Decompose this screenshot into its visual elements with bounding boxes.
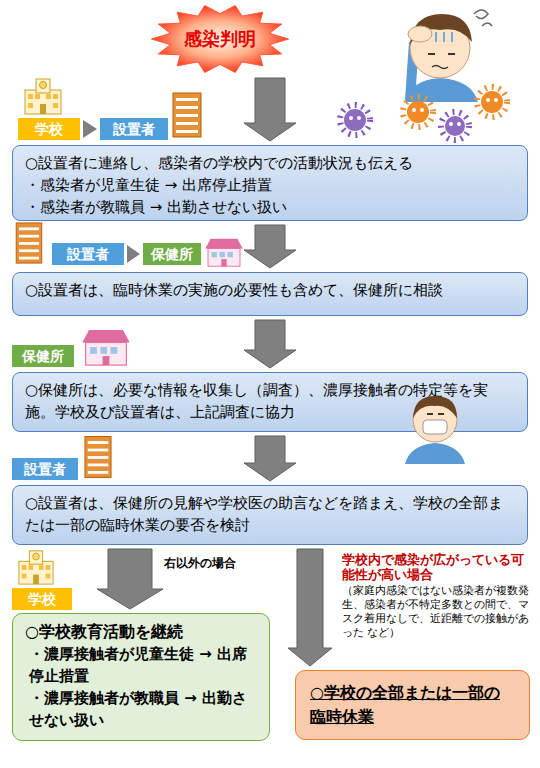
school-icon <box>25 79 61 114</box>
actor-tag: 設置者 <box>100 118 168 140</box>
node-text: ・感染者が児童生徒 → 出席停止措置 <box>25 174 515 196</box>
block-arrow <box>244 320 296 368</box>
actor-tag: 設置者 <box>12 458 78 480</box>
node-text: ○設置者は、臨時休業の実施の必要性も含めて、保健所に相談 <box>25 279 515 301</box>
block-arrow <box>97 549 163 609</box>
small-arrow <box>127 245 140 263</box>
clinic-icon <box>82 330 129 365</box>
virus <box>441 112 469 140</box>
office-icon <box>85 436 111 477</box>
school-icon <box>19 551 53 584</box>
sick-person <box>405 10 492 102</box>
node-text: ○学校教育活動を継続 <box>25 621 257 643</box>
node-text: 保健所 <box>143 243 201 265</box>
small-arrow <box>83 120 97 138</box>
node-text: 感染判明 <box>184 27 256 51</box>
edge-label: 右以外の場合 <box>164 556 244 571</box>
node-text: ○学校の全部または一部の臨時休業 <box>310 681 515 729</box>
actor-tag: 学校 <box>12 588 72 610</box>
node-text: 設置者 <box>52 243 124 265</box>
node-text: ○保健所は、必要な情報を収集し（調査）、濃厚接触者の特定等を実施。学校及び設置者… <box>25 379 515 423</box>
block-arrow <box>244 78 296 141</box>
actor-tag: 保健所 <box>143 243 201 265</box>
text-holder: ○学校の全部または一部の臨時休業 <box>310 681 515 729</box>
node-text: ・感染者が教職員 → 出勤させない扱い <box>25 196 515 218</box>
actor-tag: 設置者 <box>52 243 124 265</box>
outcome-box: ○学校の全部または一部の臨時休業 <box>295 670 530 740</box>
note-text: （家庭内感染ではない感染者が複数発生、感染者が不特定多数との間で、マスク着用なし… <box>342 584 534 640</box>
node-text: 学校 <box>18 118 80 140</box>
actor-tag: 保健所 <box>12 345 74 367</box>
node-text: ○設置者に連絡し、感染者の学校内での活動状況も伝える <box>25 152 515 174</box>
burst-shape <box>151 6 288 73</box>
clinic-icon <box>205 239 242 267</box>
process-box: ○設置者に連絡し、感染者の学校内での活動状況も伝える・感染者が児童生徒 → 出席… <box>12 145 528 221</box>
start-burst: 感染判明 <box>150 4 290 74</box>
office-icon <box>16 223 42 263</box>
actor-tag: 学校 <box>18 118 80 140</box>
virus <box>403 97 433 127</box>
block-arrow <box>244 225 296 268</box>
office-icon <box>173 93 201 137</box>
block-arrow <box>244 436 296 481</box>
node-text: 学校 <box>12 588 72 610</box>
node-text: 設置者 <box>12 458 78 480</box>
process-box: ○設置者は、臨時休業の実施の必要性も含めて、保健所に相談 <box>12 272 528 316</box>
edge-label: 学校内で感染が広がっている可能性が高い場合 <box>342 552 530 582</box>
virus <box>340 105 370 135</box>
block-arrow <box>288 549 332 666</box>
node-text: ○設置者は、保健所の見解や学校医の助言などを踏まえ、学校の全部または一部の臨時休… <box>25 492 515 536</box>
node-text: ・濃厚接触者が児童生徒 → 出席停止措置 <box>25 643 257 687</box>
virus <box>477 87 507 117</box>
decision-box: ○設置者は、保健所の見解や学校医の助言などを踏まえ、学校の全部または一部の臨時休… <box>12 485 528 545</box>
node-text: 設置者 <box>100 118 168 140</box>
process-box: ○保健所は、必要な情報を収集し（調査）、濃厚接触者の特定等を実施。学校及び設置者… <box>12 372 528 432</box>
node-text: 保健所 <box>12 345 74 367</box>
node-text: ・濃厚接触者が教職員 → 出勤させない扱い <box>25 687 257 731</box>
outcome-box: ○学校教育活動を継続・濃厚接触者が児童生徒 → 出席停止措置・濃厚接触者が教職員… <box>12 613 270 741</box>
